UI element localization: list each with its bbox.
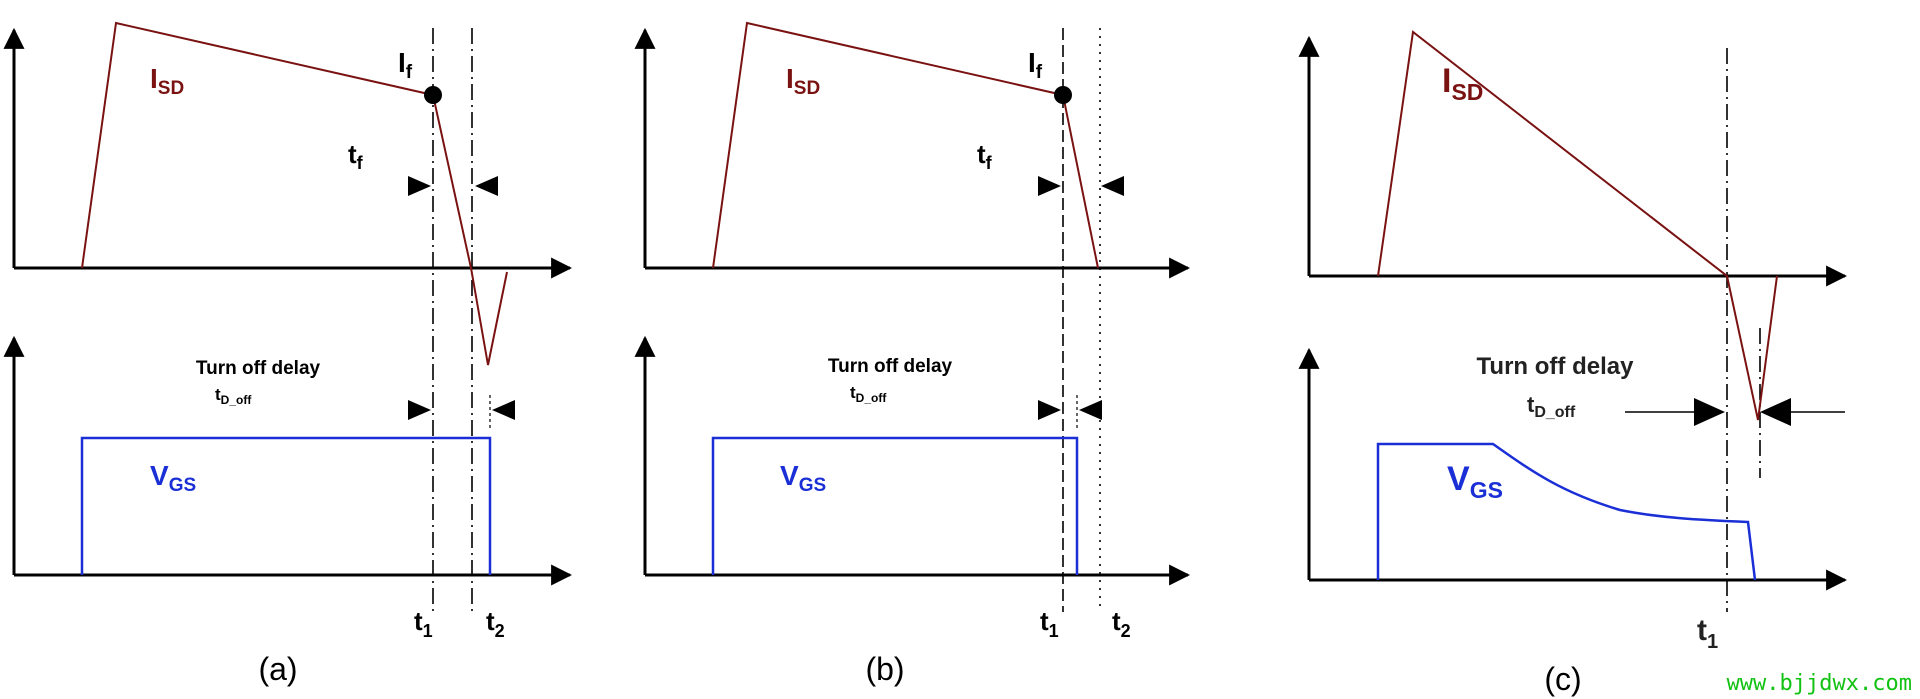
panel-b-current-axes	[634, 27, 1191, 279]
panel-a-isd-waveform	[81, 21, 508, 366]
panel-a-t2-label: t2	[486, 606, 505, 641]
panel-b-if-marker	[1054, 86, 1072, 104]
panel-b-caption: (b)	[865, 651, 904, 687]
watermark-text: www.bjjdwx.com	[1727, 671, 1912, 696]
panel-a-delay-arrow-left	[408, 400, 431, 420]
panel-b-vgs-waveform	[711, 436, 1079, 575]
panel-a-vgs-label: VGS	[150, 460, 196, 496]
panel-b-tf-arrow-left	[1038, 176, 1061, 196]
panel-a-delay-arrow-right	[492, 400, 515, 420]
panel-a-delay-label: Turn off delay	[196, 358, 321, 379]
panel-a-vgs-axes	[3, 335, 573, 586]
panel-c-vgs-axes	[1298, 347, 1848, 591]
panel-a-vgs-waveform	[80, 436, 492, 575]
panel-b-delay-arrow-right	[1079, 400, 1102, 420]
panel-c-delay-arrow-left	[1694, 398, 1725, 426]
panel-a-if-marker	[424, 86, 442, 104]
panel-b-vgs-axes	[634, 335, 1191, 586]
panel-b-delay-label: Turn off delay	[828, 356, 953, 377]
panel-c-isd-label: ISD	[1442, 62, 1483, 105]
panel-b-t2-label: t2	[1112, 606, 1131, 641]
panel-b-tf-label: tf	[977, 139, 993, 173]
panel-a-t1-label: t1	[414, 606, 433, 641]
panel-b-vgs-label: VGS	[780, 460, 826, 496]
panel-b-if-label: If	[1028, 47, 1043, 83]
panel-a: ISD If tf Turn off delay tD_off VGS t1 t…	[3, 21, 573, 687]
panel-c-delay-arrow-right	[1760, 398, 1791, 426]
panel-a-caption: (a)	[258, 651, 297, 687]
panel-c-vgs-label: VGS	[1447, 460, 1503, 503]
panel-a-tf-arrow-right	[475, 176, 498, 196]
panel-c-caption: (c)	[1544, 661, 1581, 697]
panel-a-tf-label: tf	[348, 139, 364, 173]
panel-c: ISD Turn off delay tD_off VGS t1 (c)	[1298, 30, 1848, 697]
panel-a-isd-label: ISD	[150, 63, 184, 99]
panel-b-t1-label: t1	[1040, 606, 1059, 641]
panel-c-current-axes	[1298, 35, 1848, 287]
panel-c-delay-label: Turn off delay	[1477, 353, 1635, 380]
panel-b-isd-label: ISD	[786, 63, 820, 99]
panel-a-if-label: If	[398, 47, 413, 83]
panel-b-tf-arrow-right	[1101, 176, 1124, 196]
panel-b: ISD If tf Turn off delay tD_off VGS t1 t…	[634, 21, 1191, 687]
panel-a-delay-symbol: tD_off	[215, 385, 252, 407]
panel-b-isd-waveform	[712, 21, 1099, 269]
panel-c-vgs-waveform	[1376, 442, 1757, 581]
panel-b-delay-symbol: tD_off	[850, 383, 887, 405]
panel-a-tf-arrow-left	[408, 176, 431, 196]
panel-c-isd-waveform	[1377, 30, 1778, 421]
panel-c-t1-label: t1	[1697, 614, 1718, 653]
panel-c-delay-symbol: tD_off	[1527, 392, 1576, 421]
panel-b-delay-arrow-left	[1038, 400, 1061, 420]
panel-a-current-axes	[3, 27, 573, 279]
